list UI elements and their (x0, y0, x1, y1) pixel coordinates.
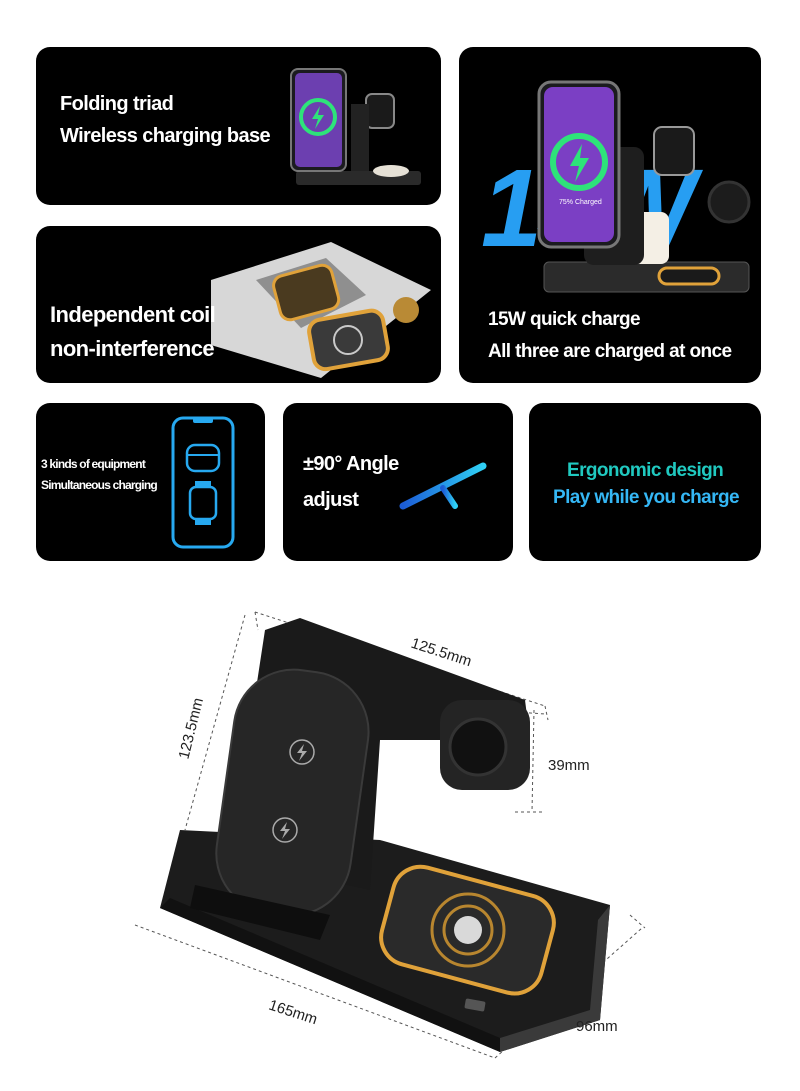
panel-independent-coil: Independent coil non-interference (36, 226, 441, 383)
panel-equipment: 3 kinds of equipment Simultaneous chargi… (36, 403, 265, 561)
panel-ergonomic: Ergonomic design Play while you charge (529, 403, 761, 561)
panel-quick-charge: 15W 75% Charged 15W quick charge All thr… (459, 47, 761, 383)
equipment-line1: 3 kinds of equipment (41, 457, 146, 471)
dim-base-depth: 96mm (576, 1018, 618, 1035)
coil-line1: Independent coil (50, 302, 216, 327)
folding-line2: Wireless charging base (60, 125, 271, 147)
ergonomic-line2: Play while you charge (553, 487, 740, 508)
folding-line1: Folding triad (60, 93, 174, 115)
quick-line2: All three are charged at once (488, 341, 732, 362)
coil-illustration (211, 242, 431, 378)
panel-angle: ±90° Angle adjust (283, 403, 513, 561)
phone-charge-text: 75% Charged (559, 199, 602, 206)
ergonomic-line1: Ergonomic design (567, 460, 724, 481)
charger-stand-illustration (290, 68, 421, 185)
angle-stand-icon (374, 462, 489, 512)
lightning-icon (272, 817, 298, 843)
angle-line2: adjust (303, 489, 359, 511)
panel-folding-triad: Folding triad Wireless charging base (36, 47, 441, 205)
phone-icon (171, 416, 235, 549)
earbuds-icon (185, 443, 221, 473)
equipment-line2: Simultaneous charging (41, 478, 158, 492)
lightning-icon (289, 739, 315, 765)
dim-watch-height: 39mm (548, 757, 590, 774)
quick-line1: 15W quick charge (488, 309, 641, 330)
watch-icon (188, 481, 218, 525)
charger-stand-illustration: 75% Charged (537, 80, 751, 293)
angle-line1: ±90° Angle (303, 453, 399, 475)
coil-line2: non-interference (50, 336, 215, 361)
product-dimension-drawing (134, 611, 646, 1059)
